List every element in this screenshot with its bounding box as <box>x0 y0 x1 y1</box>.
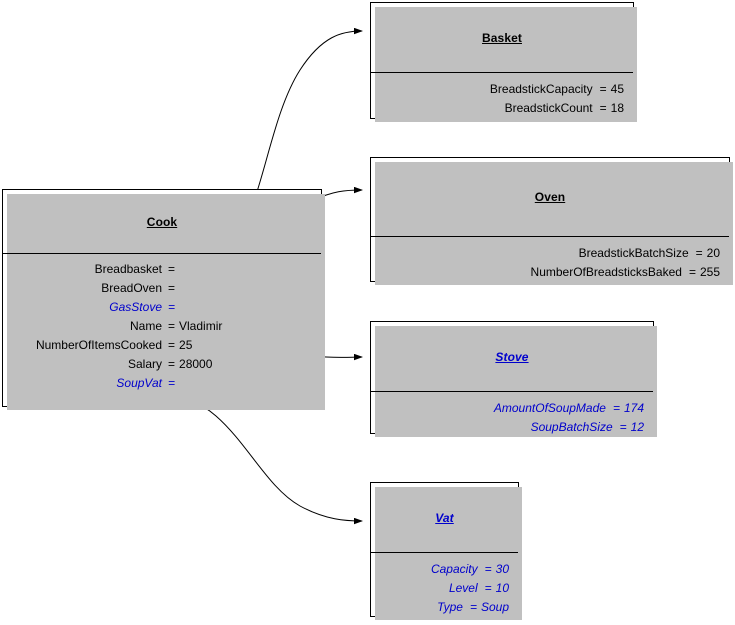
attribute-row-cook-Breadbasket: Breadbasket = <box>12 260 312 279</box>
attribute-name-Capacity: Capacity <box>430 562 478 576</box>
attribute-equals: = <box>612 401 620 415</box>
object-node-stove[interactable]: Stove AmountOfSoupMade = 174 SoupBatchSi… <box>370 321 657 437</box>
attribute-row-cook-BreadOven: BreadOven = <box>12 279 312 298</box>
node-attributes-vat: Capacity = 30 Level = 10 Type = Soup <box>371 553 518 623</box>
attribute-name-Level: Level <box>448 581 478 595</box>
attribute-name-Breadbasket: Breadbasket <box>94 262 162 276</box>
attribute-row-stove-AmountOfSoupMade: AmountOfSoupMade = 174 <box>380 399 644 418</box>
attribute-row-cook-NumberOfItemsCooked: NumberOfItemsCooked = 25 <box>12 336 312 355</box>
attribute-row-cook-Salary: Salary = 28000 <box>12 355 312 374</box>
attribute-row-cook-Name: Name = Vladimir <box>12 317 312 336</box>
node-attributes-oven: BreadstickBatchSize = 20 NumberOfBreadst… <box>371 237 729 288</box>
attribute-equals: = <box>688 265 696 279</box>
attribute-equals: = <box>484 562 492 576</box>
object-node-cook[interactable]: Cook Breadbasket = BreadOven = GasStove … <box>2 189 325 410</box>
attribute-name-SoupBatchSize: SoupBatchSize <box>530 420 613 434</box>
attribute-equals: = <box>168 281 176 295</box>
attribute-equals: = <box>599 82 607 96</box>
attribute-name-NumberOfItemsCooked: NumberOfItemsCooked <box>35 338 162 352</box>
node-header-oven: Oven <box>371 158 729 237</box>
attribute-equals: = <box>695 246 703 260</box>
node-title-cook: Cook <box>146 214 178 229</box>
attribute-equals: = <box>168 376 176 390</box>
attribute-name-NumberOfBreadsticksBaked: NumberOfBreadsticksBaked <box>530 265 682 279</box>
node-attributes-basket: BreadstickCapacity = 45 BreadstickCount … <box>371 73 633 124</box>
node-title-vat: Vat <box>435 510 454 525</box>
attribute-equals: = <box>168 300 176 314</box>
attribute-equals: = <box>168 357 176 371</box>
node-title-basket: Basket <box>482 30 522 45</box>
attribute-equals: = <box>168 262 176 276</box>
attribute-row-vat-Level: Level = 10 <box>380 579 509 598</box>
attribute-value-BreadstickCapacity: 45 <box>610 82 624 96</box>
attribute-row-oven-NumberOfBreadsticksBaked: NumberOfBreadsticksBaked = 255 <box>380 263 720 282</box>
attribute-row-vat-Capacity: Capacity = 30 <box>380 560 509 579</box>
attribute-equals: = <box>484 581 492 595</box>
node-attributes-cook: Breadbasket = BreadOven = GasStove = Nam… <box>3 254 321 399</box>
attribute-row-basket-BreadstickCapacity: BreadstickCapacity = 45 <box>380 80 624 99</box>
attribute-name-BreadstickCount: BreadstickCount <box>504 101 593 115</box>
attribute-value-NumberOfBreadsticksBaked: 255 <box>699 265 720 279</box>
attribute-row-oven-BreadstickBatchSize: BreadstickBatchSize = 20 <box>380 244 720 263</box>
attribute-row-stove-SoupBatchSize: SoupBatchSize = 12 <box>380 418 644 437</box>
attribute-value-Type: Soup <box>480 600 509 614</box>
attribute-name-BreadOven: BreadOven <box>101 281 162 295</box>
attribute-value-BreadstickBatchSize: 20 <box>706 246 720 260</box>
attribute-name-SoupVat: SoupVat <box>116 376 162 390</box>
node-header-cook: Cook <box>3 190 321 254</box>
attribute-row-cook-SoupVat: SoupVat = <box>12 374 312 393</box>
attribute-name-Salary: Salary <box>127 357 162 371</box>
attribute-name-AmountOfSoupMade: AmountOfSoupMade <box>493 401 606 415</box>
attribute-name-Type: Type <box>437 600 463 614</box>
attribute-value-NumberOfItemsCooked: 25 <box>179 338 193 352</box>
node-title-stove: Stove <box>495 349 529 364</box>
attribute-value-Capacity: 30 <box>495 562 509 576</box>
attribute-value-BreadstickCount: 18 <box>610 101 624 115</box>
attribute-row-cook-GasStove: GasStove = <box>12 298 312 317</box>
node-title-oven: Oven <box>534 190 566 204</box>
attribute-equals: = <box>168 338 176 352</box>
node-header-vat: Vat <box>371 483 518 553</box>
edge-soupvat-vat <box>159 396 363 525</box>
attribute-equals: = <box>168 319 176 333</box>
attribute-equals: = <box>619 420 627 434</box>
attribute-value-SoupBatchSize: 12 <box>630 420 644 434</box>
attribute-value-AmountOfSoupMade: 174 <box>623 401 644 415</box>
node-header-basket: Basket <box>371 3 633 73</box>
attribute-value-Salary: 28000 <box>179 357 213 371</box>
object-node-vat[interactable]: Vat Capacity = 30 Level = 10 Type = Soup <box>370 482 522 620</box>
object-node-oven[interactable]: Oven BreadstickBatchSize = 20 NumberOfBr… <box>370 157 733 285</box>
attribute-name-GasStove: GasStove <box>109 300 162 314</box>
attribute-value-Level: 10 <box>495 581 509 595</box>
attribute-name-BreadstickCapacity: BreadstickCapacity <box>489 82 593 96</box>
attribute-name-Name: Name <box>129 319 162 333</box>
attribute-value-Name: Vladimir <box>179 319 223 333</box>
object-node-basket[interactable]: Basket BreadstickCapacity = 45 Breadstic… <box>370 2 637 122</box>
attribute-row-vat-Type: Type = Soup <box>380 598 509 617</box>
node-attributes-stove: AmountOfSoupMade = 174 SoupBatchSize = 1… <box>371 392 653 443</box>
attribute-row-basket-BreadstickCount: BreadstickCount = 18 <box>380 99 624 118</box>
attribute-equals: = <box>469 600 477 614</box>
node-header-stove: Stove <box>371 322 653 392</box>
attribute-equals: = <box>599 101 607 115</box>
attribute-name-BreadstickBatchSize: BreadstickBatchSize <box>578 246 689 260</box>
